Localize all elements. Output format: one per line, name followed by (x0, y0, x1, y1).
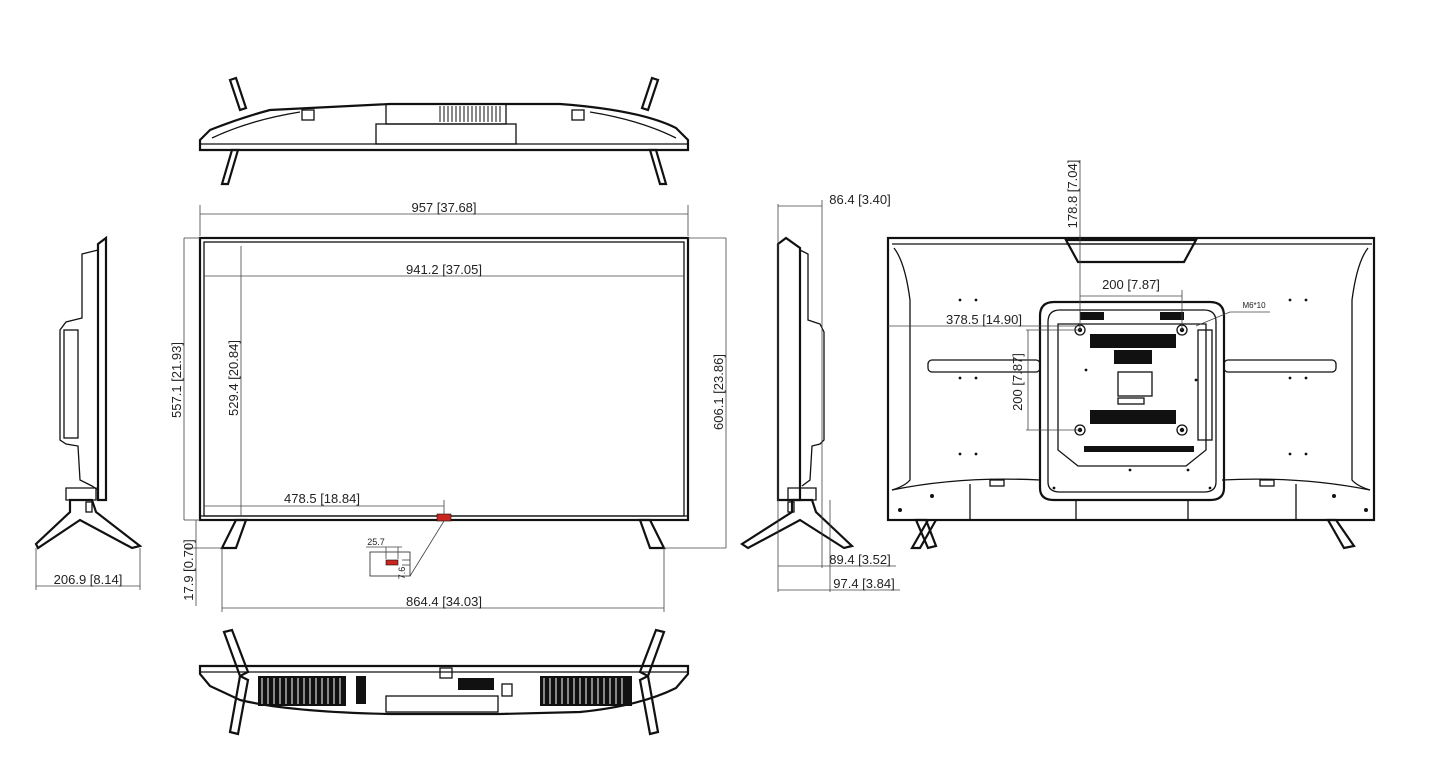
stand-depth-side-label: 206.9 [8.14] (54, 572, 123, 587)
top-vent (439, 106, 501, 122)
screen-height-label: 529.4 [20.84] (226, 340, 241, 416)
detail-height-label: 7.6 (397, 567, 407, 580)
front-dimension-labels: 957 [37.68] 941.2 [37.05] 557.1 [21.93] … (169, 200, 726, 609)
stand-clearance-label: 17.9 [0.70] (181, 539, 196, 600)
screen-width-label: 941.2 [37.05] (406, 262, 482, 277)
front-dimension-lines (183, 205, 727, 612)
depth-with-stand-label: 97.4 [3.84] (833, 576, 894, 591)
panel-depth-label: 86.4 [3.40] (829, 192, 890, 207)
right-side-dimensions: 86.4 [3.40] 89.4 [3.52] 97.4 [3.84] (777, 192, 900, 592)
top-view (198, 76, 690, 186)
height-without-stand-label: 557.1 [21.93] (169, 342, 184, 418)
ir-sensor-offset-label: 478.5 [18.84] (284, 491, 360, 506)
vesa-top-offset-label: 178.8 [7.04] (1065, 160, 1080, 229)
ir-sensor-marker (436, 513, 452, 522)
stand-span-label: 864.4 [34.03] (406, 594, 482, 609)
vesa-horizontal-label: 200 [7.87] (1102, 277, 1160, 292)
back-panel-dots (898, 298, 1368, 512)
front-view (198, 236, 690, 577)
left-side-dimensions: 206.9 [8.14] (35, 548, 141, 590)
bottom-vent-right (540, 676, 632, 706)
right-side-view (739, 236, 855, 550)
back-vent-top (1080, 312, 1194, 452)
detail-width-label: 25.7 (367, 537, 385, 547)
overall-height-label: 606.1 [23.86] (711, 354, 726, 430)
back-dimension-lines: 178.8 [7.04] 200 [7.87] 378.5 [14.90] 20… (888, 160, 1270, 431)
bottom-vent-left (258, 676, 346, 706)
depth-without-stand-label: 89.4 [3.52] (829, 552, 890, 567)
bottom-view (198, 628, 690, 736)
bottom-ports (356, 676, 494, 704)
vesa-side-offset-label: 378.5 [14.90] (946, 312, 1022, 327)
back-view (886, 236, 1376, 550)
overall-width-label: 957 [37.68] (411, 200, 476, 215)
left-side-view (34, 235, 143, 550)
vesa-vertical-label: 200 [7.87] (1010, 353, 1025, 411)
screw-spec-label: M6*10 (1242, 301, 1266, 310)
